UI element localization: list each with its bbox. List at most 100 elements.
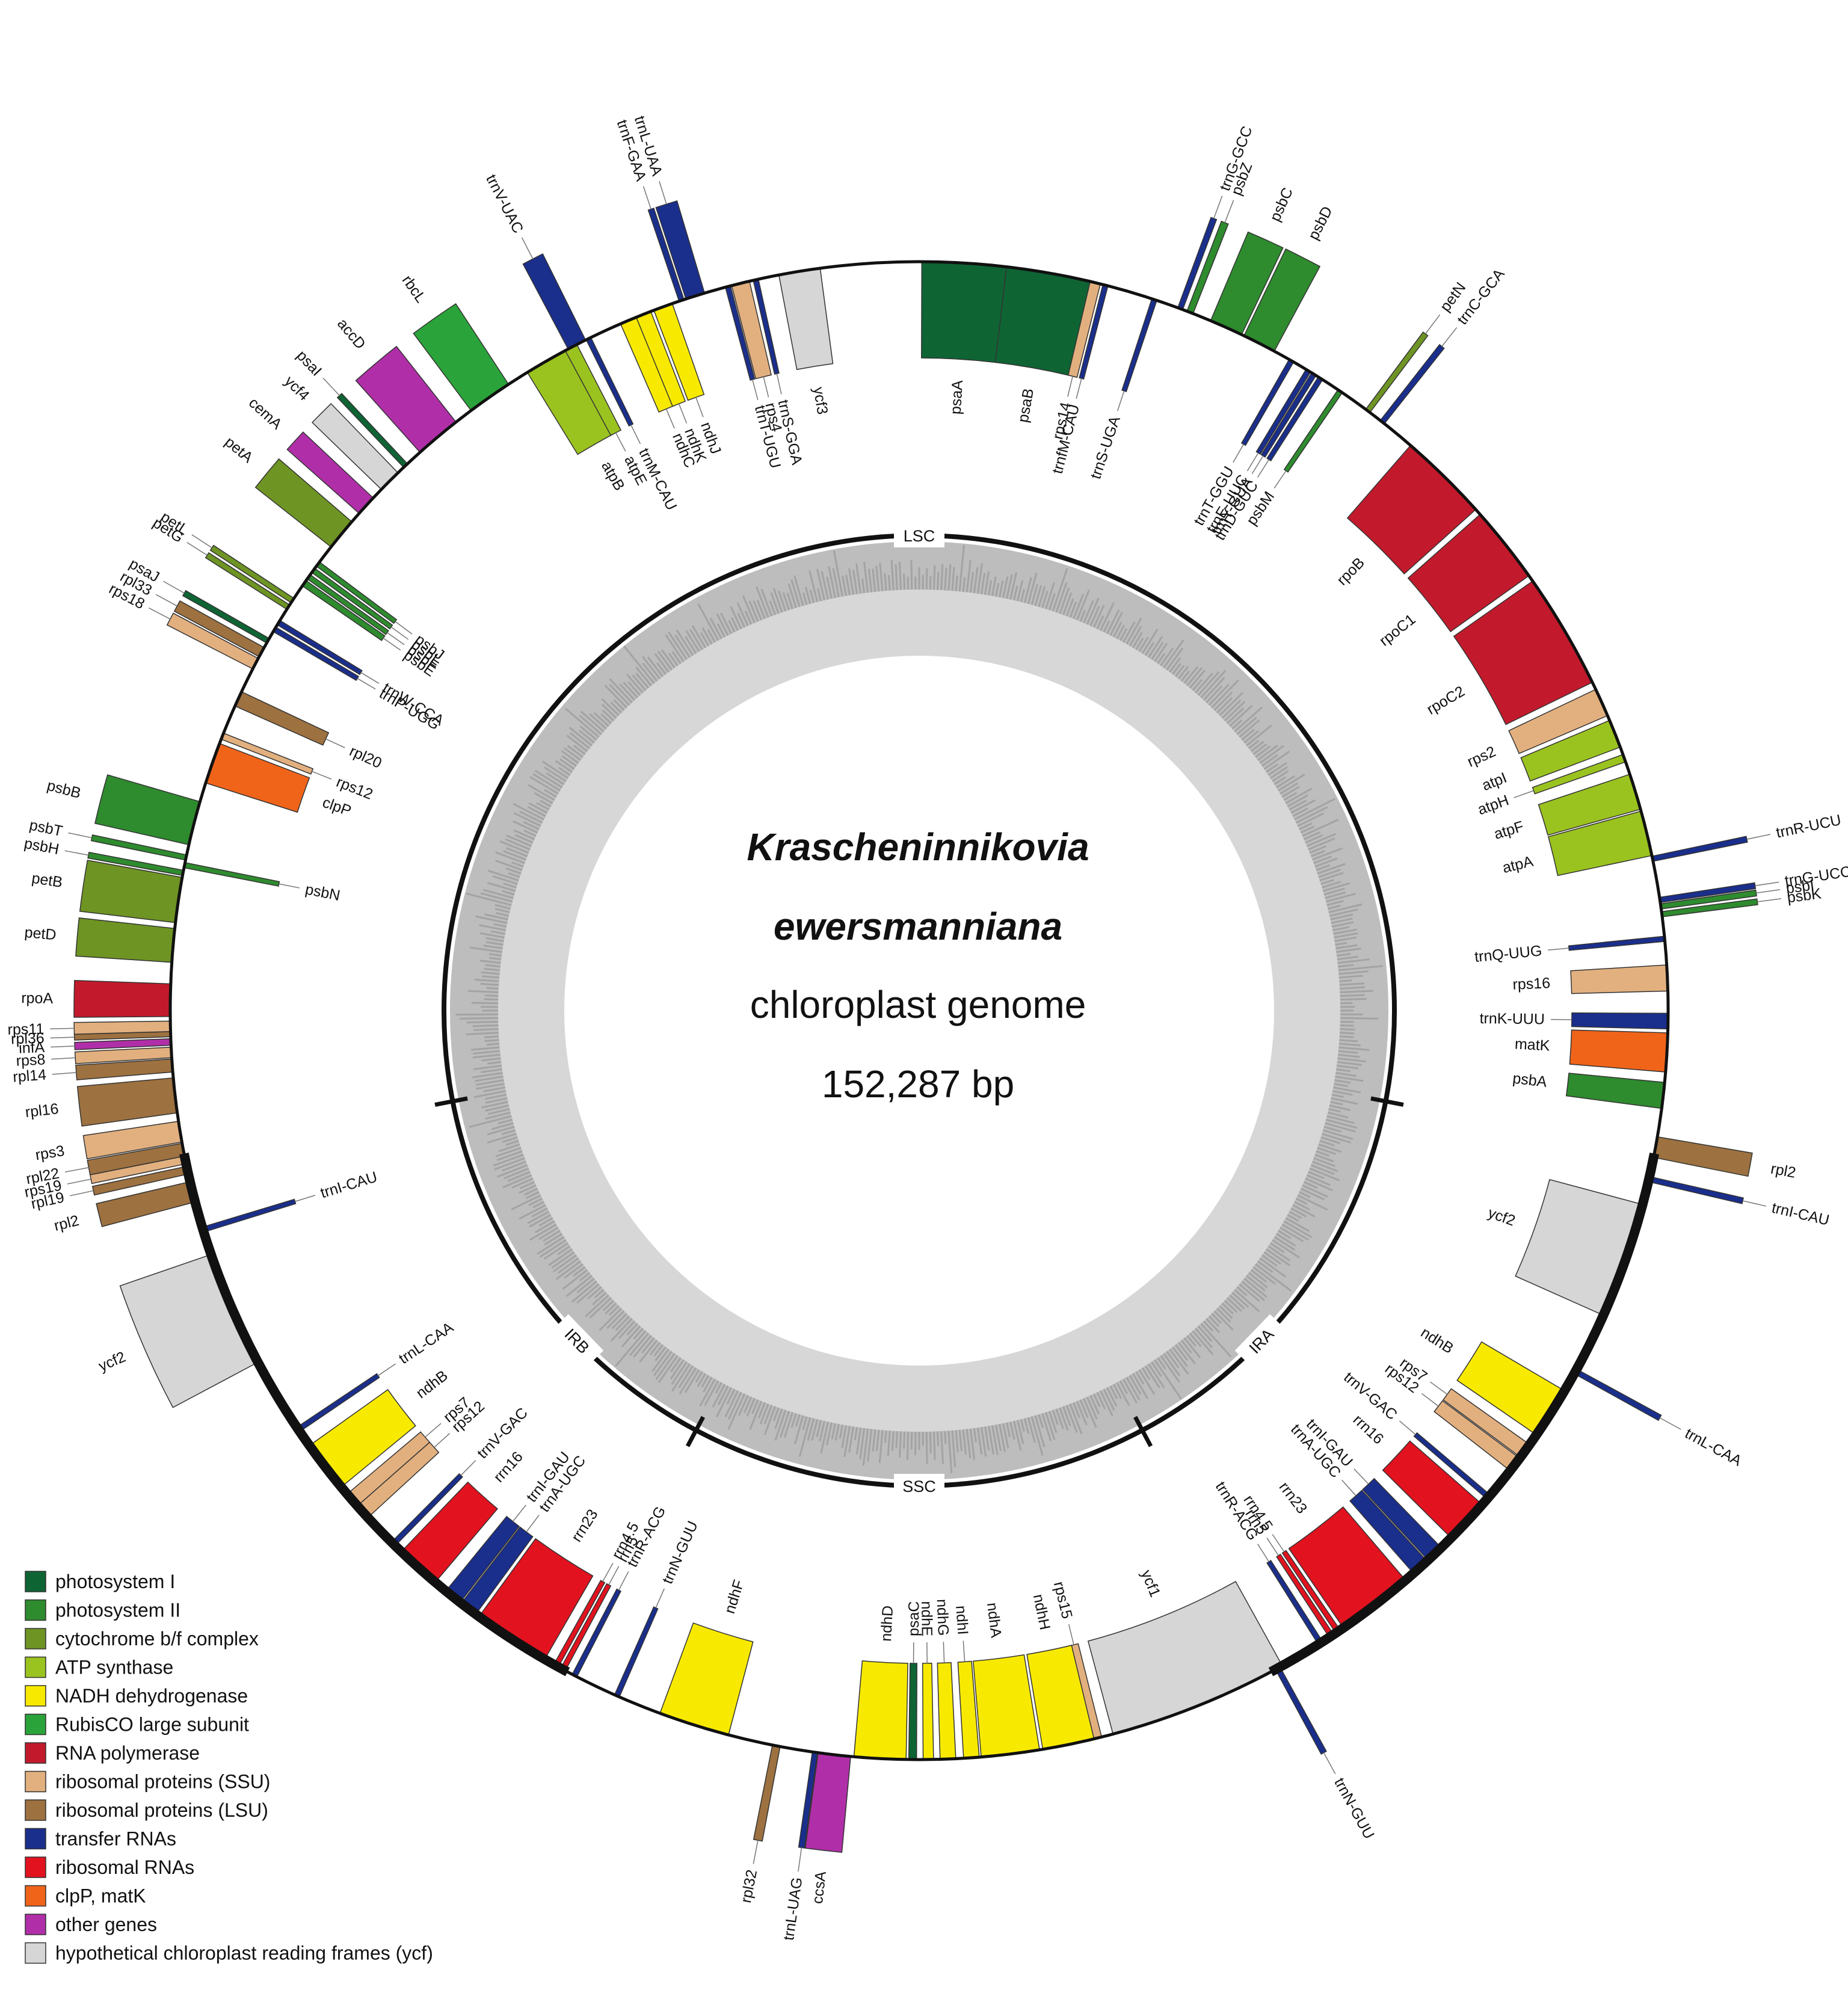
- gc-bar: [1329, 1104, 1351, 1111]
- gc-bar: [1076, 590, 1090, 621]
- gc-bar: [1192, 679, 1203, 691]
- gc-bar: [571, 1280, 597, 1303]
- gc-bar: [1154, 642, 1168, 662]
- leader-line: [1266, 1538, 1279, 1556]
- gene-trnn-guu: [614, 1606, 659, 1698]
- gc-bar: [1013, 585, 1018, 601]
- gc-bar: [543, 1230, 561, 1242]
- gc-bar: [1325, 892, 1346, 899]
- gc-bar: [482, 944, 503, 950]
- leader-line: [655, 1588, 665, 1609]
- gc-bar: [903, 1431, 906, 1449]
- gc-bar: [506, 847, 528, 857]
- gc-bar: [831, 1423, 836, 1440]
- gc-bar: [1144, 642, 1155, 656]
- quadrant-tick: [685, 1415, 705, 1447]
- svg-text:hypothetical chloroplast readi: hypothetical chloroplast reading frames …: [55, 1942, 433, 1964]
- gc-bar: [538, 1217, 553, 1227]
- gc-bar: [1261, 1254, 1278, 1267]
- gene-label: psbD: [1305, 204, 1335, 243]
- gc-bar: [1246, 1275, 1266, 1292]
- gc-bar: [756, 599, 766, 620]
- gc-bar: [502, 1136, 518, 1143]
- gc-bar: [817, 588, 822, 602]
- gc-bar: [756, 586, 769, 618]
- gc-bar: [1340, 990, 1373, 993]
- gene-matk: [1569, 1029, 1669, 1073]
- gc-bar: [632, 674, 647, 691]
- quadrant-tick: [1370, 1096, 1404, 1107]
- gc-bar: [1331, 917, 1353, 924]
- gc-bar: [508, 872, 520, 878]
- gc-bar: [1241, 1280, 1265, 1301]
- gc-bar: [1163, 639, 1184, 668]
- gc-bar: [656, 662, 667, 675]
- gene-label: petD: [24, 924, 57, 943]
- gc-content-plot: [455, 544, 1384, 1473]
- gc-bar: [491, 1122, 514, 1130]
- leader-line: [521, 237, 534, 259]
- gc-bar: [848, 568, 854, 595]
- gc-bar: [485, 1094, 507, 1100]
- leader-line: [67, 1178, 91, 1184]
- gc-bar: [1048, 1411, 1058, 1434]
- gene-label: atpH: [1476, 792, 1511, 818]
- svg-text:cytochrome b/f complex: cytochrome b/f complex: [55, 1628, 259, 1650]
- gc-bar: [635, 673, 650, 689]
- leader-line: [390, 626, 408, 640]
- gc-bar: [466, 892, 512, 907]
- leader-line: [1421, 1393, 1439, 1407]
- gene-label: rpl32: [738, 1868, 760, 1905]
- gc-bar: [1016, 580, 1024, 602]
- gc-bar: [1109, 612, 1123, 636]
- gc-bar: [494, 904, 511, 910]
- gene-label: trnI-CAU: [1770, 1200, 1831, 1229]
- gc-bar: [879, 562, 884, 591]
- gc-bar: [1055, 582, 1068, 613]
- gc-bar: [639, 1339, 658, 1363]
- gc-bar: [947, 1431, 953, 1473]
- leader-line: [1659, 1417, 1681, 1430]
- gc-bar: [1311, 847, 1343, 861]
- gc-bar: [671, 651, 682, 664]
- gc-bar: [1336, 953, 1351, 957]
- gc-bar: [511, 861, 524, 867]
- gene-label: rps15: [1050, 1580, 1076, 1620]
- leader-line: [776, 373, 782, 395]
- gc-bar: [589, 713, 607, 730]
- gene-trny-gua: [1260, 372, 1317, 458]
- leader-line: [752, 379, 759, 401]
- gc-bar: [1221, 699, 1242, 719]
- gc-bar: [537, 1236, 565, 1255]
- gene-trnr-ucu: [1651, 836, 1748, 862]
- gc-bar: [1269, 766, 1288, 779]
- gc-bar: [668, 653, 679, 667]
- gene-ndhg: [937, 1662, 956, 1760]
- gene-petl: [209, 544, 295, 603]
- gc-bar: [1211, 679, 1239, 709]
- gc-bar: [473, 1050, 500, 1055]
- gc-bar: [1135, 1371, 1145, 1385]
- gc-bar: [1013, 1420, 1022, 1451]
- gc-bar: [661, 649, 676, 668]
- svg-text:RNA polymerase: RNA polymerase: [55, 1742, 200, 1764]
- gene-label: psaC: [905, 1601, 923, 1636]
- gc-bar: [506, 834, 532, 847]
- gc-bar: [1280, 782, 1299, 795]
- gc-bar: [875, 565, 880, 592]
- gene-label: trnL-CAA: [1682, 1425, 1745, 1470]
- gc-bar: [647, 656, 664, 677]
- gc-bar: [962, 577, 966, 592]
- gc-bar: [1083, 1397, 1097, 1428]
- gc-bar: [1323, 1126, 1342, 1133]
- gc-bar: [947, 564, 952, 591]
- gc-bar: [1330, 913, 1354, 920]
- genome-title: Krascheninnikovia ewersmanniana chloropl…: [747, 825, 1089, 1106]
- region-label: LSC: [894, 523, 944, 547]
- leader-line: [360, 672, 380, 684]
- gc-bar: [589, 1297, 612, 1319]
- gene-label: trnI-CAU: [318, 1168, 379, 1201]
- gc-bar: [1289, 799, 1307, 811]
- gc-bar: [1138, 636, 1149, 652]
- gc-bar: [1092, 605, 1105, 628]
